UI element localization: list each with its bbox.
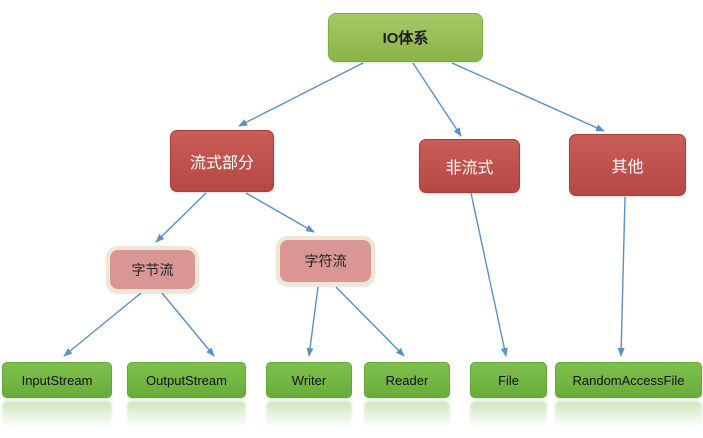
- edge-charstream-to-writer: [306, 286, 319, 357]
- edge-stream-to-bytestream: [155, 192, 207, 243]
- reflection-outputstream: [127, 401, 246, 427]
- node-outputstream: OutputStream: [127, 362, 246, 398]
- edge-bytestream-to-inputstream: [63, 292, 142, 357]
- reflection-inputstream: [2, 401, 112, 427]
- node-writer-label: Writer: [291, 372, 327, 388]
- node-other: 其他: [569, 134, 686, 196]
- node-charstream: 字符流: [276, 236, 375, 286]
- reflection-randomaccessfile: [555, 401, 702, 427]
- node-stream: 流式部分: [170, 130, 274, 192]
- node-nonstream-label: 非流式: [445, 160, 494, 177]
- node-randomaccessfile-label: RandomAccessFile: [572, 372, 685, 388]
- edge-other-to-randomaccessfile: [617, 196, 626, 357]
- node-inputstream: InputStream: [2, 362, 112, 398]
- node-reader-label: Reader: [385, 372, 429, 388]
- node-writer: Writer: [266, 362, 352, 398]
- node-io-label: IO体系: [382, 30, 429, 47]
- edge-io-to-nonstream: [412, 62, 462, 137]
- node-inputstream-label: InputStream: [21, 372, 93, 388]
- edge-bytestream-to-outputstream: [161, 292, 215, 357]
- node-outputstream-label: OutputStream: [146, 372, 227, 388]
- node-file: File: [470, 362, 547, 398]
- reflection-file: [470, 401, 547, 427]
- node-charstream-label: 字符流: [304, 253, 347, 269]
- node-file-label: File: [498, 372, 519, 388]
- node-io: IO体系: [328, 13, 483, 62]
- edge-nonstream-to-file: [470, 192, 508, 357]
- node-nonstream: 非流式: [419, 139, 520, 193]
- node-bytestream-label: 字节流: [131, 261, 174, 278]
- node-bytestream: 字节流: [106, 246, 199, 293]
- edge-io-to-stream: [238, 62, 364, 127]
- edge-io-to-other: [451, 62, 605, 132]
- node-randomaccessfile: RandomAccessFile: [555, 362, 702, 398]
- node-stream-label: 流式部分: [189, 155, 254, 172]
- reflection-reader: [364, 401, 450, 427]
- edge-stream-to-charstream: [245, 192, 315, 233]
- node-reader: Reader: [364, 362, 450, 398]
- edge-charstream-to-reader: [335, 286, 405, 357]
- node-other-label: 其他: [611, 159, 644, 176]
- reflection-writer: [266, 401, 352, 427]
